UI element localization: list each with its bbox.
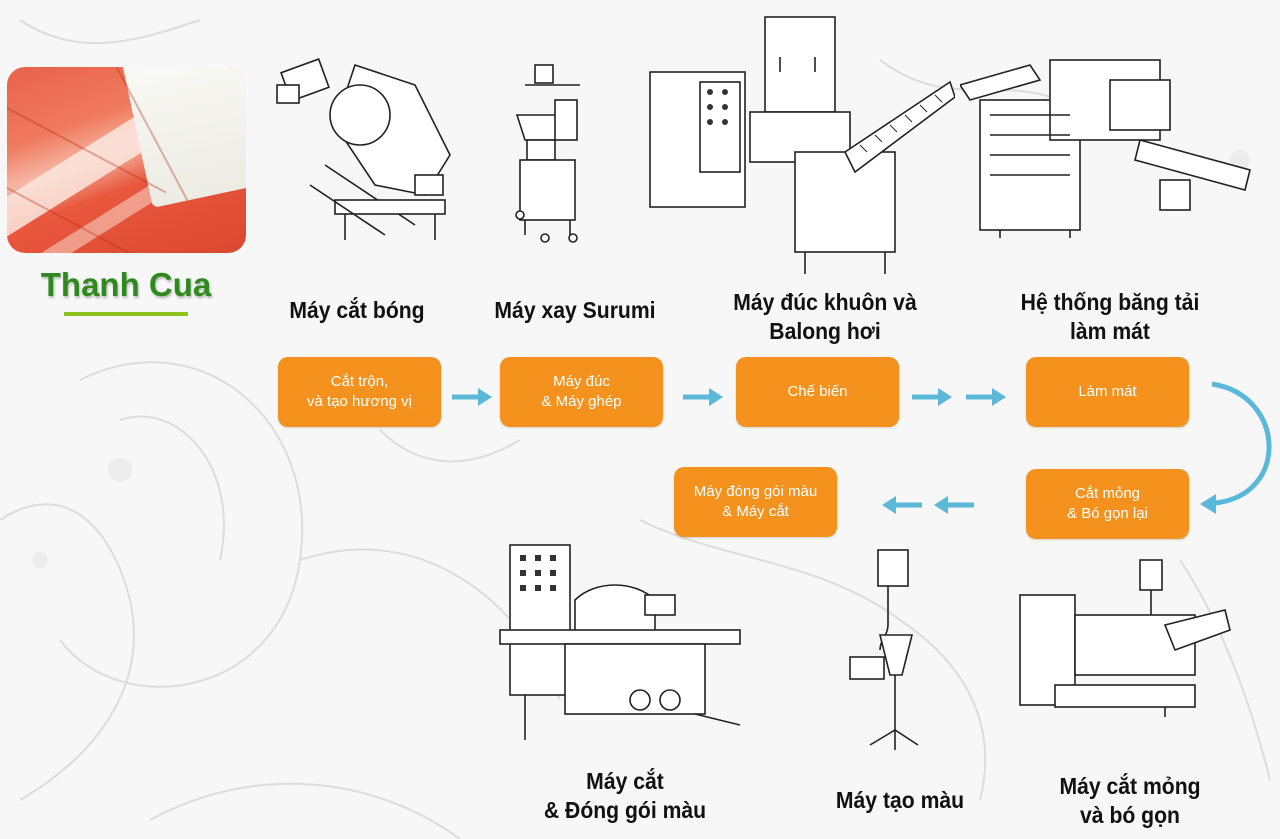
machine-label-color-machine: Máy tạo màu (835, 787, 965, 813)
ball-cutter-drawing (276, 58, 451, 240)
step-mold-join: Máy đúc & Máy ghép (500, 357, 663, 427)
cooling-conveyor-drawing (960, 59, 1251, 238)
arrow-right-icon (912, 388, 952, 406)
step-thin-cut: Cắt mỏng & Bó gọn lại (1026, 469, 1189, 539)
machine-label-mold-steam: Máy đúc khuôn và Balong hơi (733, 289, 917, 344)
cut-color-pack-drawing (499, 544, 741, 740)
step-label: Máy đóng gói màu & Máy cắt (693, 483, 818, 520)
title-underline (64, 312, 188, 316)
arrow-left-icon (934, 496, 974, 514)
thin-cut-bundle-drawing (1019, 559, 1231, 717)
machine-label-surimi-grinder: Máy xay Surumi (494, 297, 656, 323)
step-label: Cắt trộn, và tạo hương vị (307, 373, 412, 410)
step-process: Chế biến (736, 357, 899, 427)
product-title: Thanh Cua (40, 266, 212, 303)
arrow-right-icon (683, 388, 723, 406)
step-cool: Làm mát (1026, 357, 1189, 427)
surimi-grinder-drawing (515, 64, 580, 243)
machine-label-cooling-conveyor: Hệ thống băng tải làm mát (1020, 289, 1200, 344)
arrow-left-icon (882, 496, 922, 514)
machine-label-thin-cut-bundle: Máy cắt mỏng và bó gọn (1059, 773, 1201, 828)
machine-label-ball-cutter: Máy cắt bóng (289, 297, 425, 323)
crab-stick-photo (7, 67, 246, 253)
step-label: Cắt mỏng & Bó gọn lại (1067, 485, 1148, 522)
step-pack-cut: Máy đóng gói màu & Máy cắt (674, 467, 837, 537)
step-label: Chế biến (787, 383, 848, 400)
arrow-right-icon (966, 388, 1006, 406)
step-label: Làm mát (1078, 383, 1137, 400)
machine-label-cut-color-pack: Máy cắt & Đóng gói màu (543, 768, 707, 823)
curved-arrow-icon (1211, 381, 1272, 506)
arrow-right-icon (452, 388, 492, 406)
step-label: Máy đúc & Máy ghép (541, 373, 622, 410)
mold-steam-drawing (649, 16, 955, 274)
step-mix-flavor: Cắt trộn, và tạo hương vị (278, 357, 441, 427)
color-machine-drawing (849, 549, 919, 750)
